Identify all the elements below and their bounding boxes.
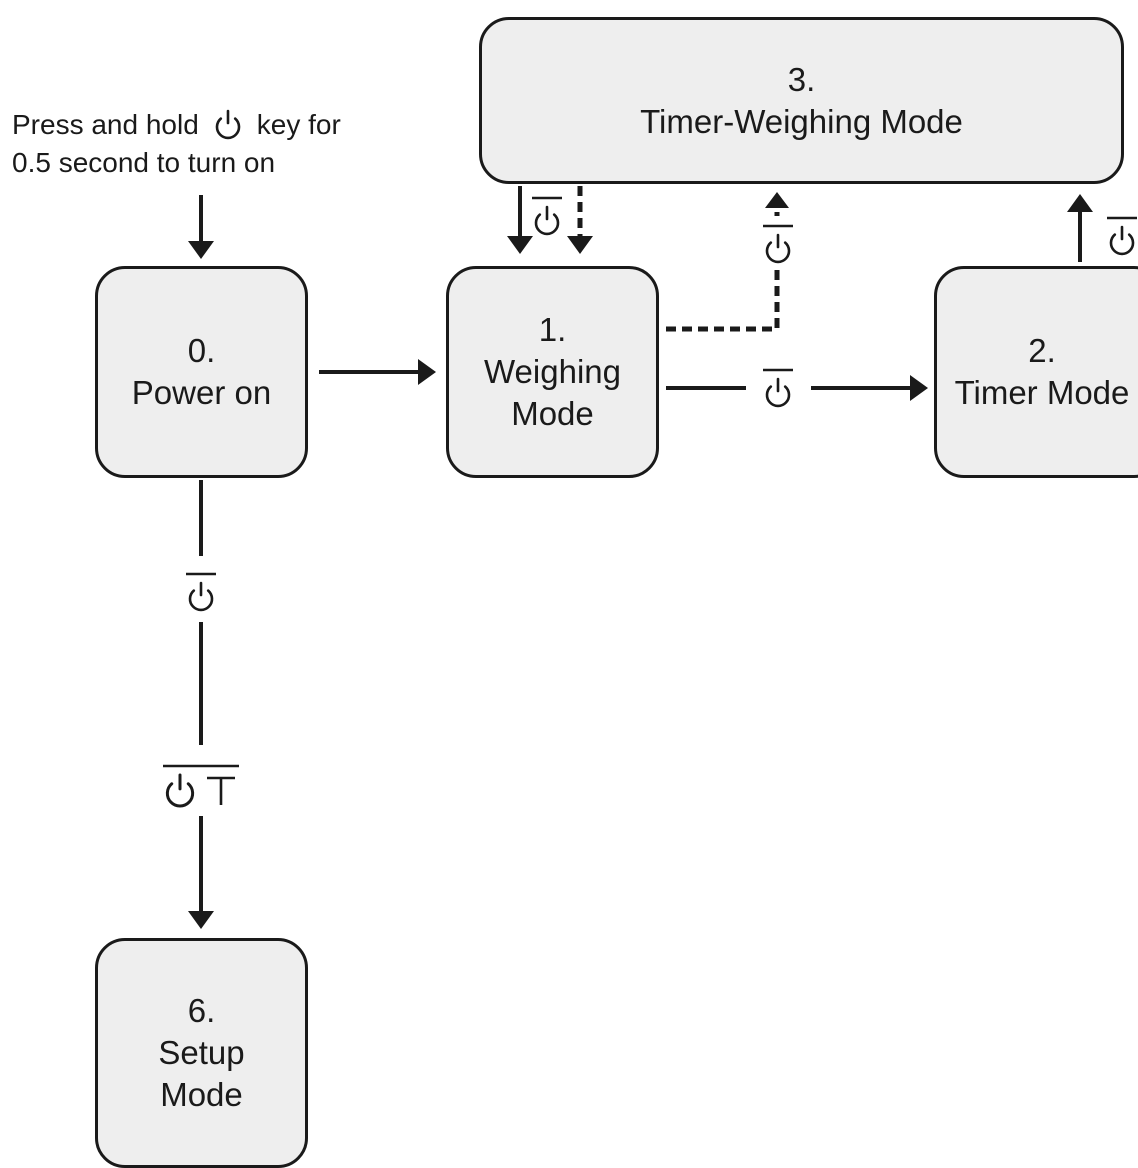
power-long-press-icon (763, 368, 793, 408)
tare-icon (207, 776, 235, 805)
weighing-mode-label-line-1: Weighing (484, 353, 621, 390)
setup-mode-box: 6. Setup Mode (95, 938, 308, 1168)
power-on-number: 0. (187, 332, 216, 369)
timer-weighing-mode-label: Timer-Weighing Mode (640, 102, 963, 140)
timer-weighing-mode-box: 3. Timer-Weighing Mode (479, 17, 1124, 184)
weighing-mode-number: 1. (538, 311, 567, 348)
arrow-weighing-to-timer (666, 375, 928, 401)
weighing-mode-label-line-2: Mode (511, 395, 594, 432)
setup-mode-number: 6. (187, 992, 216, 1029)
instruction-line-2: 0.5 second to turn on (12, 147, 276, 178)
arrow-timer-to-timer-weighing (1067, 194, 1093, 262)
power-on-label: Power on (131, 374, 272, 411)
instruction-text-after: key for (256, 109, 341, 140)
power-long-press-icon (186, 572, 216, 612)
power-long-press-icon (761, 220, 795, 264)
timer-mode-box: 2. Timer Mode (934, 266, 1138, 478)
weighing-mode-box: 1. Weighing Mode (446, 266, 659, 478)
timer-mode-label: Timer Mode (954, 374, 1130, 411)
power-icon (215, 109, 241, 140)
power-on-box: 0. Power on (95, 266, 308, 478)
power-long-press-icon (532, 196, 562, 236)
timer-weighing-mode-number: 3. (787, 60, 816, 98)
power-on-instruction: Press and hold key for 0.5 second to turn… (12, 104, 341, 182)
instruction-text-before: Press and hold (12, 109, 199, 140)
power-long-press-icon (1107, 216, 1137, 256)
power-tare-long-press-icon (163, 764, 239, 808)
arrow-timer-weighing-to-weighing-dashed (567, 186, 593, 254)
arrow-weighing-to-timer-weighing (666, 192, 789, 332)
instruction-line-1: Press and hold key for (12, 104, 341, 144)
timer-mode-number: 2. (1028, 332, 1056, 369)
arrow-turn-on (188, 195, 214, 259)
arrow-power-to-setup (188, 480, 214, 929)
arrow-timer-weighing-to-weighing (507, 186, 533, 254)
setup-mode-label-line-2: Mode (160, 1076, 243, 1113)
setup-mode-label-line-1: Setup (158, 1034, 245, 1071)
arrow-power-to-weighing (319, 359, 436, 385)
